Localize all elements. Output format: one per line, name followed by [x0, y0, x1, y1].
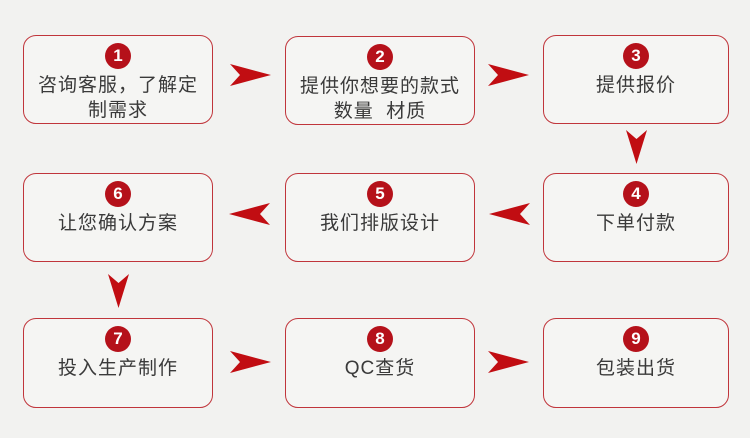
- step-box-4: 4 下单付款: [543, 173, 729, 262]
- step-box-5: 5 我们排版设计: [285, 173, 475, 262]
- step-number-badge-3: 3: [623, 43, 649, 69]
- arrow-down-icon-6-7: [108, 274, 129, 308]
- arrow-left-icon-5-6: [229, 203, 270, 225]
- step-box-9: 9 包装出货: [543, 318, 729, 408]
- step-text-1: 咨询客服，了解定 制需求: [38, 73, 198, 123]
- step-text-line: 我们排版设计: [319, 213, 440, 234]
- step-box-2: 2 提供你想要的款式 数量 材质: [285, 36, 475, 125]
- arrow-right-icon-1-2: [230, 64, 271, 86]
- step-text-line: 制需求: [87, 100, 148, 121]
- step-text-line: 下单付款: [595, 213, 676, 234]
- step-box-8: 8 QC查货: [285, 318, 475, 408]
- step-text-6: 让您确认方案: [58, 211, 178, 236]
- step-number-badge-5: 5: [367, 181, 393, 207]
- step-number-badge-9: 9: [623, 326, 649, 352]
- step-box-6: 6 让您确认方案: [23, 173, 213, 262]
- step-text-line: 让您确认方案: [57, 213, 178, 234]
- step-text-2: 提供你想要的款式 数量 材质: [300, 74, 460, 124]
- step-text-5: 我们排版设计: [320, 211, 440, 236]
- step-text-3: 提供报价: [596, 73, 676, 98]
- step-text-7: 投入生产制作: [58, 356, 178, 381]
- step-text-line: 投入生产制作: [57, 358, 178, 379]
- step-text-line: 提供报价: [595, 75, 676, 96]
- arrow-right-icon-8-9: [488, 351, 529, 373]
- arrow-left-icon-4-5: [489, 203, 530, 225]
- step-number-badge-8: 8: [367, 326, 393, 352]
- step-text-4: 下单付款: [596, 211, 676, 236]
- step-text-9: 包装出货: [596, 356, 676, 381]
- step-text-8: QC查货: [345, 356, 416, 381]
- step-text-line: 咨询客服，了解定: [37, 75, 198, 96]
- step-number-badge-4: 4: [623, 181, 649, 207]
- step-box-7: 7 投入生产制作: [23, 318, 213, 408]
- arrow-down-icon-3-4: [626, 130, 647, 164]
- step-number-badge-2: 2: [367, 44, 393, 70]
- step-text-line: 数量 材质: [333, 101, 427, 122]
- step-text-line: 提供你想要的款式: [299, 76, 460, 97]
- step-number-badge-6: 6: [105, 181, 131, 207]
- step-number-badge-7: 7: [105, 326, 131, 352]
- arrow-right-icon-2-3: [488, 64, 529, 86]
- step-box-1: 1 咨询客服，了解定 制需求: [23, 35, 213, 124]
- step-number-badge-1: 1: [105, 43, 131, 69]
- step-text-line: QC查货: [344, 358, 416, 379]
- step-box-3: 3 提供报价: [543, 35, 729, 124]
- step-text-line: 包装出货: [595, 358, 676, 379]
- arrow-right-icon-7-8: [230, 351, 271, 373]
